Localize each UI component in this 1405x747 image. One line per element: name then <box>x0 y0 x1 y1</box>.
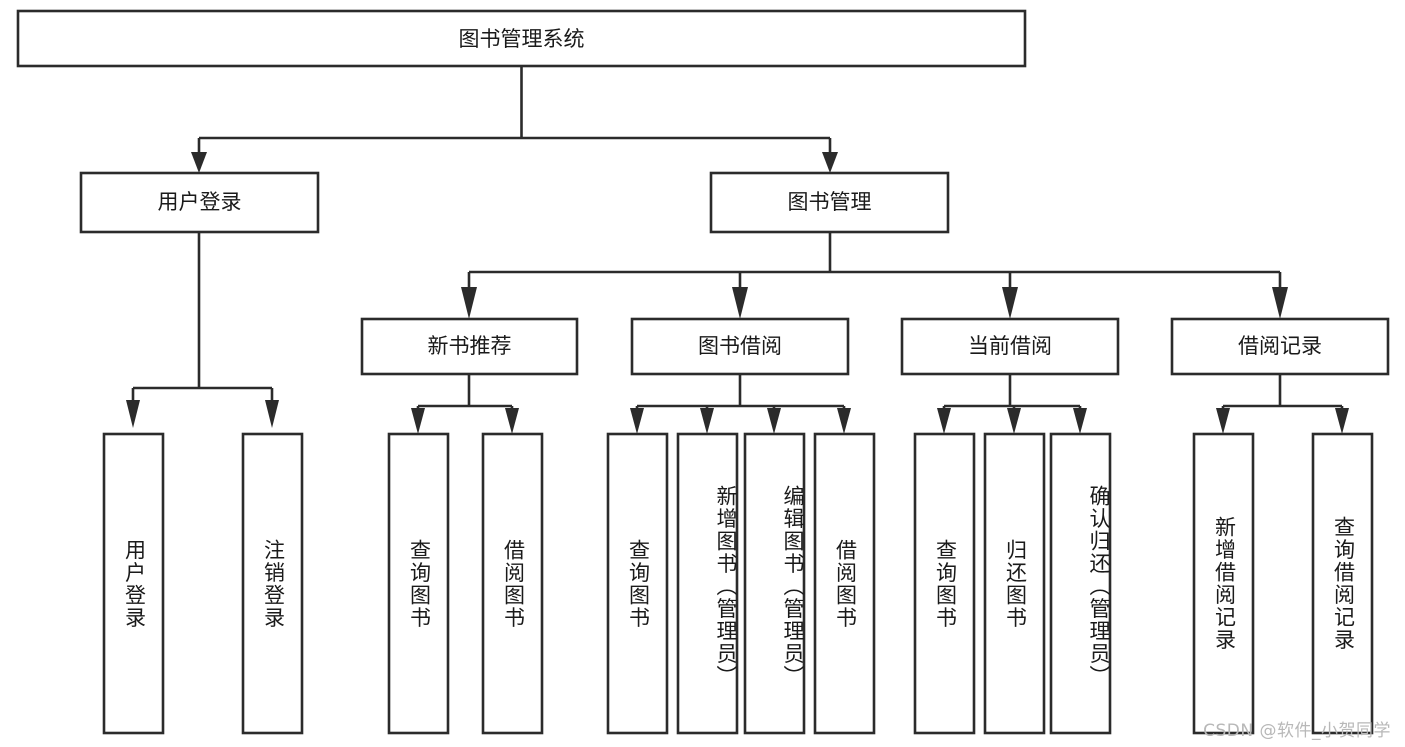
arrowhead-leaf-borrow-book-1 <box>505 408 519 434</box>
node-book-manage-box[interactable] <box>709 171 950 234</box>
node-leaf-user-logout-box[interactable] <box>241 432 304 735</box>
arrowhead-leaf-add-record <box>1216 408 1230 434</box>
node-leaf-add-record-box[interactable] <box>1192 432 1255 735</box>
node-book-manage-label: 图书管理 <box>788 190 872 214</box>
node-borrow-record-label: 借阅记录 <box>1238 334 1322 358</box>
arrowhead-leaf-confirm-return <box>1073 408 1087 434</box>
arrowhead-leaf-query-book-1 <box>411 408 425 434</box>
arrowhead-book-manage <box>822 152 838 173</box>
node-leaf-user-login-box[interactable] <box>102 432 165 735</box>
node-leaf-borrow-book-1-box[interactable] <box>481 432 544 735</box>
node-book-borrow-box[interactable] <box>630 317 850 376</box>
node-user-login-box[interactable] <box>79 171 320 234</box>
node-leaf-edit-book-box[interactable] <box>743 432 806 735</box>
node-new-book-rec[interactable]: 新书推荐 <box>360 317 579 376</box>
node-current-borrow[interactable]: 当前借阅 <box>900 317 1120 376</box>
watermark-text: CSDN @软件_小贺同学 <box>1203 721 1391 741</box>
node-new-book-rec-box[interactable] <box>360 317 579 376</box>
node-leaf-query-book-1-box[interactable] <box>387 432 450 735</box>
node-book-manage[interactable]: 图书管理 <box>709 171 950 234</box>
arrowhead-book-borrow <box>732 287 748 319</box>
node-leaf-borrow-book-2-box[interactable] <box>813 432 876 735</box>
node-leaf-query-record-box[interactable] <box>1311 432 1374 735</box>
node-borrow-record-box[interactable] <box>1170 317 1390 376</box>
node-user-login[interactable]: 用户登录 <box>79 171 320 234</box>
node-leaf-return-book-box[interactable] <box>983 432 1046 735</box>
node-root-box[interactable] <box>16 9 1027 68</box>
arrowhead-new-book-rec <box>461 287 477 319</box>
arrowhead-leaf-borrow-book-2 <box>837 408 851 434</box>
arrowhead-leaf-query-record <box>1335 408 1349 434</box>
node-root-label: 图书管理系统 <box>459 27 585 51</box>
node-leaf-confirm-return-box[interactable] <box>1049 432 1112 735</box>
node-current-borrow-box[interactable] <box>900 317 1120 376</box>
arrowhead-user-login <box>191 152 207 173</box>
arrowhead-leaf-return-book <box>1007 408 1021 434</box>
arrowhead-leaf-query-book-2 <box>630 408 644 434</box>
arrowhead-leaf-add-book <box>700 408 714 434</box>
node-book-borrow-label: 图书借阅 <box>698 334 782 358</box>
node-leaf-add-book-box[interactable] <box>676 432 739 735</box>
node-leaf-query-book-2-box[interactable] <box>606 432 669 735</box>
arrowhead-borrow-record <box>1272 287 1288 319</box>
node-book-borrow[interactable]: 图书借阅 <box>630 317 850 376</box>
leaf-box-layer <box>102 432 1374 735</box>
arrowhead-leaf-user-logout <box>265 400 279 428</box>
arrowhead-current-borrow <box>1002 287 1018 319</box>
node-borrow-record[interactable]: 借阅记录 <box>1170 317 1390 376</box>
arrowhead-leaf-query-book-3 <box>937 408 951 434</box>
node-new-book-rec-label: 新书推荐 <box>428 334 512 358</box>
connector-layer <box>126 66 1349 434</box>
arrowhead-leaf-user-login <box>126 400 140 428</box>
node-user-login-label: 用户登录 <box>158 190 242 214</box>
node-root[interactable]: 图书管理系统 <box>16 9 1027 68</box>
arrowhead-leaf-edit-book <box>767 408 781 434</box>
node-current-borrow-label: 当前借阅 <box>968 334 1052 358</box>
node-leaf-query-book-3-box[interactable] <box>913 432 976 735</box>
